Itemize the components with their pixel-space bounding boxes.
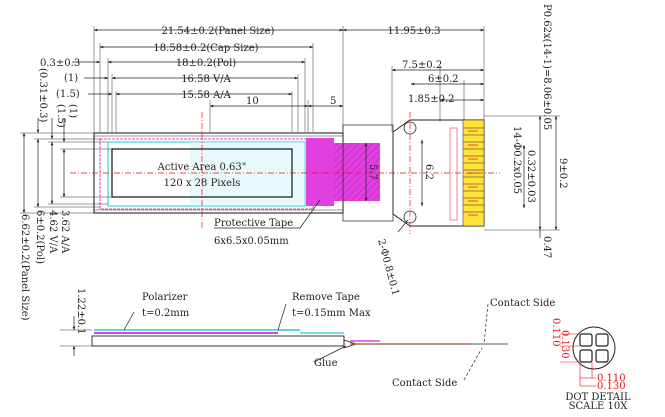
d1-label: (1)	[64, 73, 78, 84]
va-height-label: 4.62 V/A	[47, 210, 58, 254]
right-dimensions: P0.62x(14-1)=8.06±0.05 14-Φ0.2x0.05 0.32…	[484, 4, 568, 258]
w032-label: 0.32±0.03	[525, 150, 536, 203]
d62-label: 6.2	[423, 164, 434, 180]
pad-label: 14-Φ0.2x0.05	[511, 126, 522, 194]
w047-label: 0.47	[541, 236, 552, 258]
left-dimensions: (0.31±0.3) (1.5) (1) 3.62 A/A 4.62 V/A 6…	[19, 68, 112, 321]
pol-height-label: 6±0.2(Pol)	[34, 210, 45, 264]
panel-size-label: 21.54±0.2(Panel Size)	[162, 26, 275, 37]
side-view: 1.22±0.1 Polarizer t=0.2mm Remove Tape t…	[60, 288, 555, 389]
remove-tape-title: Remove Tape	[292, 292, 360, 303]
panel-height-label: 6.62±0.2(Panel Size)	[19, 214, 30, 321]
top-dimensions: 21.54±0.2(Panel Size) 11.95±0.3 18.58±0.…	[40, 26, 485, 132]
d03-label: 0.3±0.3	[40, 58, 80, 69]
d15-label: (1.5)	[56, 89, 80, 100]
protective-tape-title: Protective Tape	[214, 218, 293, 229]
active-area-title: Active Area 0.63"	[157, 162, 247, 173]
remove-tape-thickness: t=0.15mm Max	[292, 308, 371, 319]
contact-side-bottom: Contact Side	[392, 378, 457, 389]
w9-label: 9±0.2	[557, 158, 568, 189]
pitch-label: P0.62x(14-1)=8.06±0.05	[541, 4, 552, 130]
r1-label: (1)	[67, 104, 78, 118]
dot-detail-title: DOT DETAIL	[565, 392, 631, 403]
dot-detail-scale: SCALE 10X	[569, 401, 629, 412]
pol-label: 18±0.2(Pol)	[176, 58, 236, 69]
dot-dim-130-h: 0.130	[597, 381, 626, 392]
polarizer-thickness: t=0.2mm	[142, 308, 190, 319]
va-label: 16.58 V/A	[181, 74, 231, 85]
dot-dim-110-h: 0.110	[597, 373, 626, 384]
front-view: Active Area 0.63" 120 x 28 Pixels	[70, 112, 500, 297]
contact-side-top: Contact Side	[490, 298, 555, 309]
d57-label: 5.7	[367, 164, 378, 180]
dot-dim-130-v: 0.130	[559, 330, 570, 359]
glue-label: Glue	[314, 358, 338, 369]
polarizer-title: Polarizer	[142, 292, 188, 303]
dot-detail: 0.110 0.130 0.110 0.130 DOT DETAIL SCALE…	[550, 318, 631, 412]
d75-label: 7.5±0.2	[402, 60, 442, 71]
d6-label: 6±0.2	[428, 74, 459, 85]
r15-label: (1.5)	[55, 104, 66, 128]
dot-dim-110-v: 0.110	[550, 318, 561, 347]
d185-label: 1.85±0.2	[408, 94, 455, 105]
r031-label: (0.31±0.3)	[37, 68, 48, 122]
protective-tape	[306, 138, 334, 206]
hole-label: 2-Φ0.8±0.1	[375, 238, 401, 297]
cap-size-label: 18.58±0.2(Cap Size)	[153, 43, 258, 54]
protective-tape-size: 6x6.5x0.05mm	[214, 236, 289, 247]
d10-label: 10	[246, 96, 259, 107]
aa-height-label: 3.62 A/A	[59, 210, 70, 254]
d5-label: 5	[330, 96, 336, 107]
aa-label: 15.58 A/A	[181, 90, 231, 101]
thickness-label: 1.22±0.1	[75, 288, 86, 335]
fpc-length-label: 11.95±0.3	[388, 26, 441, 37]
